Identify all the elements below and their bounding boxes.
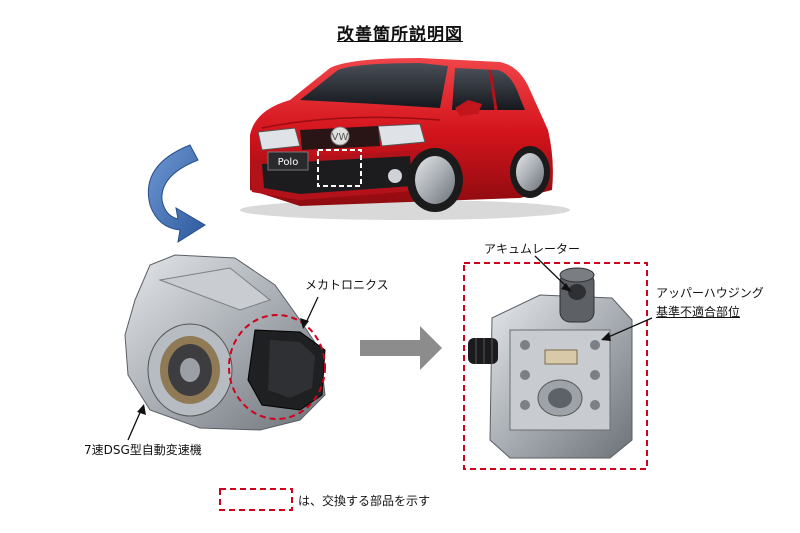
label-upper-housing: アッパーハウジング <box>656 286 764 300</box>
transmission-image <box>124 254 326 431</box>
blue-curved-arrow <box>147 144 206 244</box>
label-mechatronics: メカトロニクス <box>305 278 389 292</box>
mechatronics-detail-image <box>463 262 648 470</box>
legend-swatch <box>219 488 293 511</box>
gray-arrow <box>360 326 442 370</box>
label-transmission: 7速DSG型自動変速機 <box>84 443 202 457</box>
svg-text:VW: VW <box>332 132 349 143</box>
label-nonconforming: 基準不適合部位 <box>656 305 741 319</box>
car-image: VW Polo <box>240 58 570 220</box>
car-badge: Polo <box>278 157 299 168</box>
page-title: 改善箇所説明図 <box>337 25 463 45</box>
legend-text: は、交換する部品を示す <box>298 494 431 508</box>
label-accumulator: アキュムレーター <box>484 242 581 256</box>
